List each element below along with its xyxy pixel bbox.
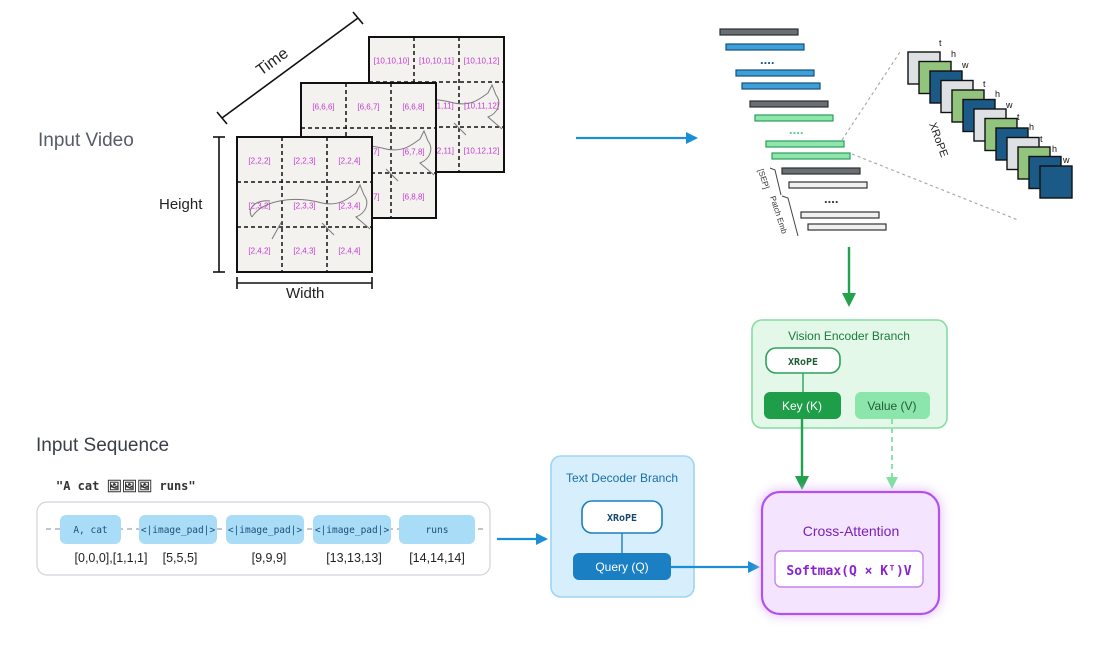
embedding-bar (725, 43, 805, 51)
feature-dim-label: w (1005, 100, 1013, 110)
input-sequence-title: Input Sequence (36, 435, 169, 456)
feature-dim-label: t (1040, 134, 1043, 144)
time-label: Time (253, 45, 291, 79)
value-label: Value (V) (867, 399, 916, 413)
frame-0-cell-label: [2,4,4] (338, 247, 360, 256)
cross-attention-title: Cross-Attention (803, 523, 899, 539)
key-box (764, 392, 841, 419)
xrope-rotated-label: XRoPE (926, 121, 950, 159)
token-chip (226, 515, 304, 544)
vision-encoder-branch: Vision Encoder Branch XRoPE Key (K) Valu… (751, 319, 948, 429)
token-position: [0,0,0],[1,1,1] (75, 551, 148, 565)
frame-0-cell-label: [2,3,4] (338, 202, 360, 211)
embedding-bar (765, 140, 845, 148)
frame-0-cell-label: [2,2,2] (248, 157, 270, 166)
vision-xrope-label: XRoPE (788, 357, 818, 368)
text-xrope-label: XRoPE (607, 513, 637, 524)
token-label: runs (426, 525, 449, 536)
xrope-feature-square (1039, 165, 1073, 199)
frame-2-cell-label: [10,11,12] (464, 102, 499, 111)
sequence-tokens: A, cat [0,0,0],[1,1,1] <|image_pad|> [5,5,5… (60, 515, 475, 565)
frame-1-cell-label: [6,6,6] (312, 103, 334, 112)
feature-dim-label: t (1017, 112, 1020, 122)
sep-label: [SEP] (756, 168, 771, 190)
text-branch-title: Text Decoder Branch (566, 471, 678, 485)
token-label: <|image_pad|> (141, 525, 216, 536)
frame-0-cell-label: [2,2,3] (293, 157, 315, 166)
frame-2-cell-label: [10,12,12] (464, 147, 500, 156)
frame-0-cell-label: [2,3,2] (248, 202, 270, 211)
formula-box (774, 550, 924, 588)
embedding-ellipsis-mid: .... (789, 122, 803, 137)
frame-2-cell-label: [10,10,12] (464, 57, 500, 66)
embedding-bar (735, 69, 815, 77)
height-label: Height (159, 196, 203, 213)
sep-bracket: [SEP] (756, 167, 782, 196)
embedding-bar (800, 211, 880, 219)
sequence-caption: "A cat 🖼🖼🖼 runs" (56, 479, 196, 493)
feature-dim-label: h (1052, 144, 1057, 154)
token-label: A, cat (73, 525, 107, 536)
frame-1-cell-label: [6,6,7] (357, 103, 379, 112)
text-decoder-branch: Text Decoder Branch XRoPE Query (Q) (550, 455, 695, 598)
formula-text: Softmax(Q × Kᵀ)V (786, 564, 911, 579)
embedding-stack (719, 28, 887, 231)
feature-dim-label: t (939, 38, 942, 48)
patch-emb-label: Patch Emb (768, 195, 789, 236)
embedding-bar (788, 181, 868, 189)
query-box (573, 553, 671, 580)
embedding-bar (719, 28, 799, 36)
feature-dim-label: h (951, 49, 956, 59)
width-axis: Width (236, 277, 373, 302)
token-chip (399, 515, 475, 544)
frame-2-cell-label: [10,10,11] (419, 57, 454, 66)
embedding-ellipsis-bottom: .... (824, 191, 838, 206)
frame-2-cell-label: [10,10,10] (374, 57, 410, 66)
vision-branch-title: Vision Encoder Branch (788, 329, 910, 343)
embedding-bar (749, 100, 829, 108)
embedding-bar (741, 82, 821, 90)
width-label: Width (286, 285, 324, 302)
frame-0-cell-label: [2,3,3] (293, 202, 315, 211)
embedding-bar (754, 114, 834, 122)
feature-dim-label: h (995, 89, 1000, 99)
feature-dim-label: h (1029, 122, 1034, 132)
frame-0-cell-label: [2,4,3] (293, 247, 315, 256)
feature-dim-label: t (983, 79, 986, 89)
frame-0-cell-label: [2,4,2] (248, 247, 270, 256)
patch-emb-bracket: Patch Emb (768, 195, 799, 237)
height-axis: Height (159, 136, 225, 273)
token-position: [5,5,5] (163, 551, 198, 565)
embedding-bar (807, 223, 887, 231)
zoom-line-top (841, 51, 901, 141)
frame-1-cell-label: [6,8,8] (402, 193, 424, 202)
feature-dim-label: w (1062, 155, 1070, 165)
frame-0-cell-label: [2,2,4] (338, 157, 360, 166)
cross-attention-block: Cross-Attention Softmax(Q × Kᵀ)V (760, 490, 941, 616)
frame-1-cell-label: [6,6,8] (402, 103, 424, 112)
frame-1-cell-label: [6,7,8] (402, 148, 424, 157)
embedding-bar (771, 152, 851, 160)
token-chip (139, 515, 217, 544)
input-video-title: Input Video (38, 130, 134, 151)
token-label: <|image_pad|> (228, 525, 303, 536)
embedding-bar (781, 167, 861, 175)
token-position: [14,14,14] (409, 551, 465, 565)
video-frames: [10,10,10][10,10,11][10,10,12][10,11,10]… (236, 36, 505, 273)
key-label: Key (K) (782, 399, 822, 413)
video-frame-0: [2,2,2] [2,2,3] [2,2,4] [2,3,2] [2,3,3] [2,3,… (236, 136, 373, 273)
token-label: <|image_pad|> (315, 525, 390, 536)
zoom-line-bottom (851, 153, 1019, 221)
embedding-ellipsis-top: .... (760, 52, 774, 67)
token-position: [9,9,9] (252, 551, 287, 565)
query-label: Query (Q) (595, 560, 648, 574)
token-chip (313, 515, 391, 544)
token-chip (60, 515, 121, 544)
token-position: [13,13,13] (326, 551, 382, 565)
value-box (855, 392, 930, 419)
feature-dim-label: w (961, 60, 969, 70)
